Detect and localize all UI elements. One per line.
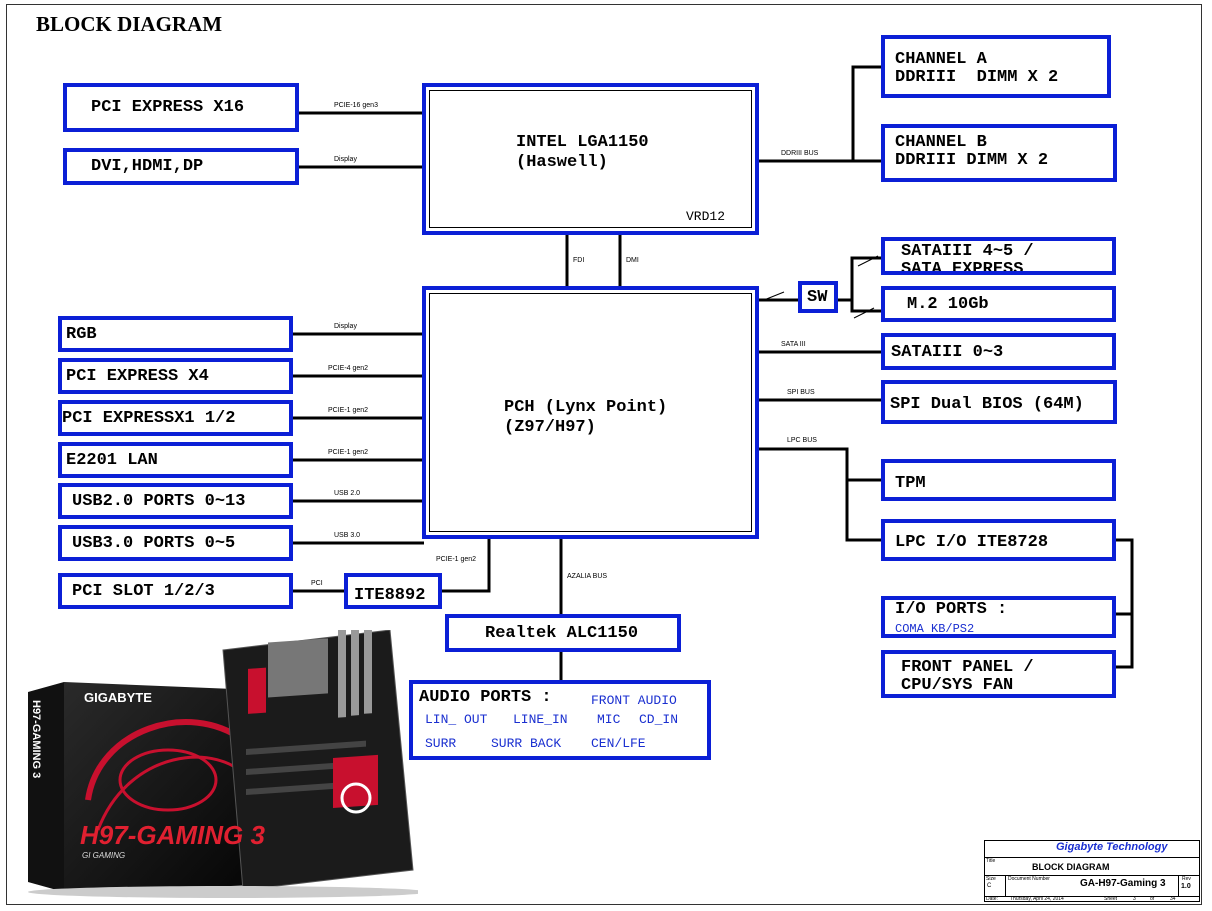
product-model: H97-GAMING 3 <box>80 820 265 850</box>
product-side-model: H97-GAMING 3 <box>30 700 42 779</box>
tb-title: BLOCK DIAGRAM <box>1032 862 1110 872</box>
block-channel-b: CHANNEL B DDRIII DIMM X 2 <box>881 124 1117 182</box>
audio-line-in: LINE_IN <box>513 712 568 727</box>
bus-label-pcie-ite: PCIE-1 gen2 <box>436 556 477 563</box>
line-ddr-branch <box>851 65 884 163</box>
tb-size-label: Size <box>986 876 996 882</box>
tb-rev: 1.0 <box>1181 883 1191 890</box>
block-ite8892: ITE8892 <box>344 573 442 609</box>
title-block <box>984 840 1200 902</box>
bus-label-usb3: USB 3.0 <box>334 532 361 539</box>
bus-label-ddr: DDRIII BUS <box>781 150 819 157</box>
audio-lin-out: LIN_ OUT <box>425 712 488 727</box>
cpu-codename: (Haswell) <box>516 153 608 172</box>
bus-label-pcie16: PCIE-16 gen3 <box>334 102 378 109</box>
line-sw-branch <box>850 256 884 313</box>
bus-label-pcie4: PCIE-4 gen2 <box>328 365 369 372</box>
block-audio-ports: AUDIO PORTS : FRONT AUDIO LIN_ OUT LINE_… <box>409 680 711 760</box>
block-pci-slot: PCI SLOT 1/2/3 <box>58 573 293 609</box>
bus-label-fdi: FDI <box>573 257 585 264</box>
product-tagline: GI GAMING <box>82 851 126 860</box>
tb-rev-label: Rev <box>1182 876 1191 882</box>
tb-sheet-label: Sheet <box>1104 896 1118 902</box>
pch-variant: (Z97/H97) <box>504 418 596 437</box>
audio-cd-in: CD_IN <box>639 712 679 727</box>
audio-surr-back: SURR BACK <box>491 736 562 751</box>
tb-sheet: 3 <box>1133 896 1136 902</box>
audio-mic: MIC <box>597 712 621 727</box>
line-lpc-io <box>1114 538 1134 669</box>
audio-surr: SURR <box>425 736 457 751</box>
block-sata45: SATAIII 4~5 / SATA_EXPRESS <box>881 237 1116 275</box>
bus-label-pcie1a: PCIE-1 gen2 <box>328 407 369 414</box>
io-ports-sub: COMA KB/PS2 <box>895 622 975 636</box>
page-border <box>6 4 1202 905</box>
block-pcie16: PCI EXPRESS X16 <box>63 83 299 132</box>
product-brand: GIGABYTE <box>84 690 152 705</box>
block-sata03: SATAIII 0~3 <box>881 333 1116 370</box>
tb-docnum-label: Document Number <box>1008 876 1050 882</box>
bus-label-azalia: AZALIA BUS <box>567 573 608 580</box>
block-tpm: TPM <box>881 459 1116 501</box>
tb-title-label: Title <box>986 858 996 864</box>
audio-title: AUDIO PORTS : <box>419 688 552 707</box>
block-lpc-io: LPC I/O ITE8728 <box>881 519 1116 561</box>
block-m2: M.2 10Gb <box>881 286 1116 322</box>
bus-label-sata3: SATA III <box>781 341 806 348</box>
block-usb3: USB3.0 PORTS 0~5 <box>58 525 293 561</box>
cpu-name: INTEL LGA1150 <box>516 133 649 152</box>
block-lan: E2201 LAN <box>58 442 293 478</box>
line-lpc <box>757 447 884 542</box>
block-pcie1: PCI EXPRESSX1 1/2 <box>58 400 293 436</box>
bus-label-usb2: USB 2.0 <box>334 490 361 497</box>
cpu-block: INTEL LGA1150 (Haswell) VRD12 <box>422 83 759 235</box>
tb-size: C <box>987 883 992 889</box>
block-io-ports: I/O PORTS : COMA KB/PS2 <box>881 596 1116 638</box>
bus-label-display-top: Display <box>334 156 357 163</box>
block-channel-a: CHANNEL A DDRIII DIMM X 2 <box>881 35 1111 98</box>
bus-label-pci: PCI <box>311 580 323 587</box>
block-pcie4: PCI EXPRESS X4 <box>58 358 293 394</box>
block-rgb: RGB <box>58 316 293 352</box>
tb-doc: GA-H97-Gaming 3 <box>1080 878 1166 889</box>
pch-block: PCH (Lynx Point) (Z97/H97) <box>422 286 759 539</box>
bus-label-lpc: LPC BUS <box>787 437 817 444</box>
bus-label-dmi: DMI <box>626 257 639 264</box>
block-spi-bios: SPI Dual BIOS (64M) <box>881 380 1117 424</box>
audio-front: FRONT AUDIO <box>591 693 677 708</box>
tb-company: Gigabyte Technology <box>1056 841 1168 853</box>
bus-label-spi: SPI BUS <box>787 389 815 396</box>
product-image <box>28 630 418 898</box>
cpu-vrd: VRD12 <box>685 209 725 224</box>
tb-date-label: Date: <box>986 896 998 902</box>
block-usb2: USB2.0 PORTS 0~13 <box>58 483 293 519</box>
tb-date: Thursday, April 24, 2014 <box>1010 896 1064 902</box>
audio-cen-lfe: CEN/LFE <box>591 736 646 751</box>
block-sw: SW <box>798 281 838 313</box>
page-title: BLOCK DIAGRAM <box>36 12 223 36</box>
bus-label-pcie1b: PCIE-1 gen2 <box>328 449 369 456</box>
bus-label-display-rgb: Display <box>334 323 357 330</box>
tb-of-label: of <box>1150 896 1155 902</box>
block-front-panel: FRONT PANEL / CPU/SYS FAN <box>881 650 1116 698</box>
tb-total: 34 <box>1170 896 1176 902</box>
pch-name: PCH (Lynx Point) <box>504 398 668 417</box>
block-dvi-hdmi-dp: DVI,HDMI,DP <box>63 148 299 185</box>
line-pcie-ite <box>440 537 491 593</box>
block-realtek: Realtek ALC1150 <box>445 614 681 652</box>
